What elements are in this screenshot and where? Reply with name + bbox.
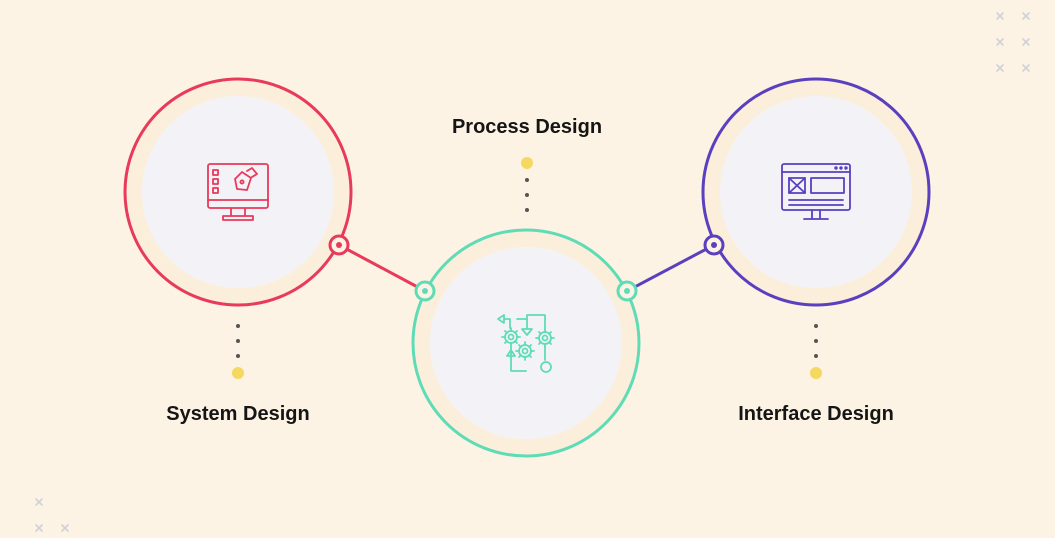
node-process-design	[411, 228, 641, 458]
monitor-pen-icon	[207, 163, 269, 221]
connector-ring-process-right	[616, 280, 638, 302]
decorative-cross-pattern-bottom-left	[35, 498, 69, 532]
node-system-design	[123, 77, 353, 307]
gears-flow-icon	[497, 314, 555, 373]
connector-line-process-interface	[626, 243, 715, 293]
browser-window-icon	[781, 163, 851, 220]
connector-line-system-process	[338, 243, 426, 293]
connector-ring-system	[328, 234, 350, 256]
label-system-design: System Design	[166, 403, 310, 425]
dotted-leader-interface	[810, 324, 822, 379]
label-process-design: Process Design	[451, 116, 603, 138]
node-interface-design	[701, 77, 931, 307]
label-interface-design: Interface Design	[738, 403, 894, 425]
connector-ring-process-left	[414, 280, 436, 302]
decorative-cross-pattern-top-right	[996, 12, 1030, 72]
dotted-leader-process	[521, 157, 533, 212]
dotted-leader-system	[232, 324, 244, 379]
connector-ring-interface	[703, 234, 725, 256]
